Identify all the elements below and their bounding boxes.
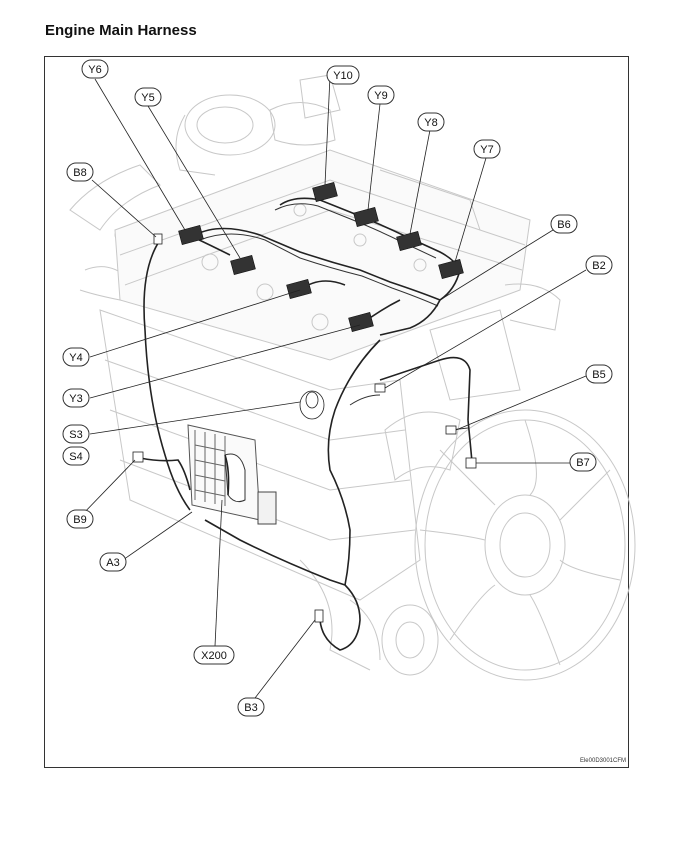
label-A3: A3 [106, 557, 119, 569]
callout-B7: B7 [569, 452, 597, 472]
diagram-frame [44, 56, 629, 768]
leader-lines [79, 75, 587, 699]
label-Y7: Y7 [480, 144, 493, 156]
label-Y9: Y9 [374, 90, 387, 102]
callout-B2: B2 [585, 255, 613, 275]
label-B6: B6 [557, 219, 570, 231]
callout-B5: B5 [585, 364, 613, 384]
label-S3: S3 [69, 429, 82, 441]
callout-X200: X200 [193, 645, 235, 665]
callout-Y7: Y7 [473, 139, 501, 159]
label-B3: B3 [244, 702, 257, 714]
callout-B8: B8 [66, 162, 94, 182]
label-X200: X200 [201, 650, 227, 662]
callout-Y6: Y6 [81, 59, 109, 79]
label-Y5: Y5 [141, 92, 154, 104]
label-Y3: Y3 [69, 393, 82, 405]
callout-Y4: Y4 [62, 347, 90, 367]
callout-Y5: Y5 [134, 87, 162, 107]
label-Y8: Y8 [424, 117, 437, 129]
callout-S4: S4 [62, 446, 90, 466]
label-Y4: Y4 [69, 352, 82, 364]
callout-Y8: Y8 [417, 112, 445, 132]
label-B5: B5 [592, 369, 605, 381]
diagram-title: Engine Main Harness [45, 22, 197, 39]
label-B7: B7 [576, 457, 589, 469]
engine-outline [69, 74, 636, 681]
label-S4: S4 [69, 451, 82, 463]
callout-B3: B3 [237, 697, 265, 717]
label-B2: B2 [592, 260, 605, 272]
callout-B9: B9 [66, 509, 94, 529]
callout-Y10: Y10 [326, 65, 360, 85]
label-B8: B8 [73, 167, 86, 179]
callout-A3: A3 [99, 552, 127, 572]
label-Y6: Y6 [88, 64, 101, 76]
label-B9: B9 [73, 514, 86, 526]
callout-Y3: Y3 [62, 388, 90, 408]
callout-B6: B6 [550, 214, 578, 234]
callout-Y9: Y9 [367, 85, 395, 105]
label-Y10: Y10 [333, 70, 353, 82]
figure-reference: Ele00D3001CFM [580, 758, 626, 764]
callout-S3: S3 [62, 424, 90, 444]
